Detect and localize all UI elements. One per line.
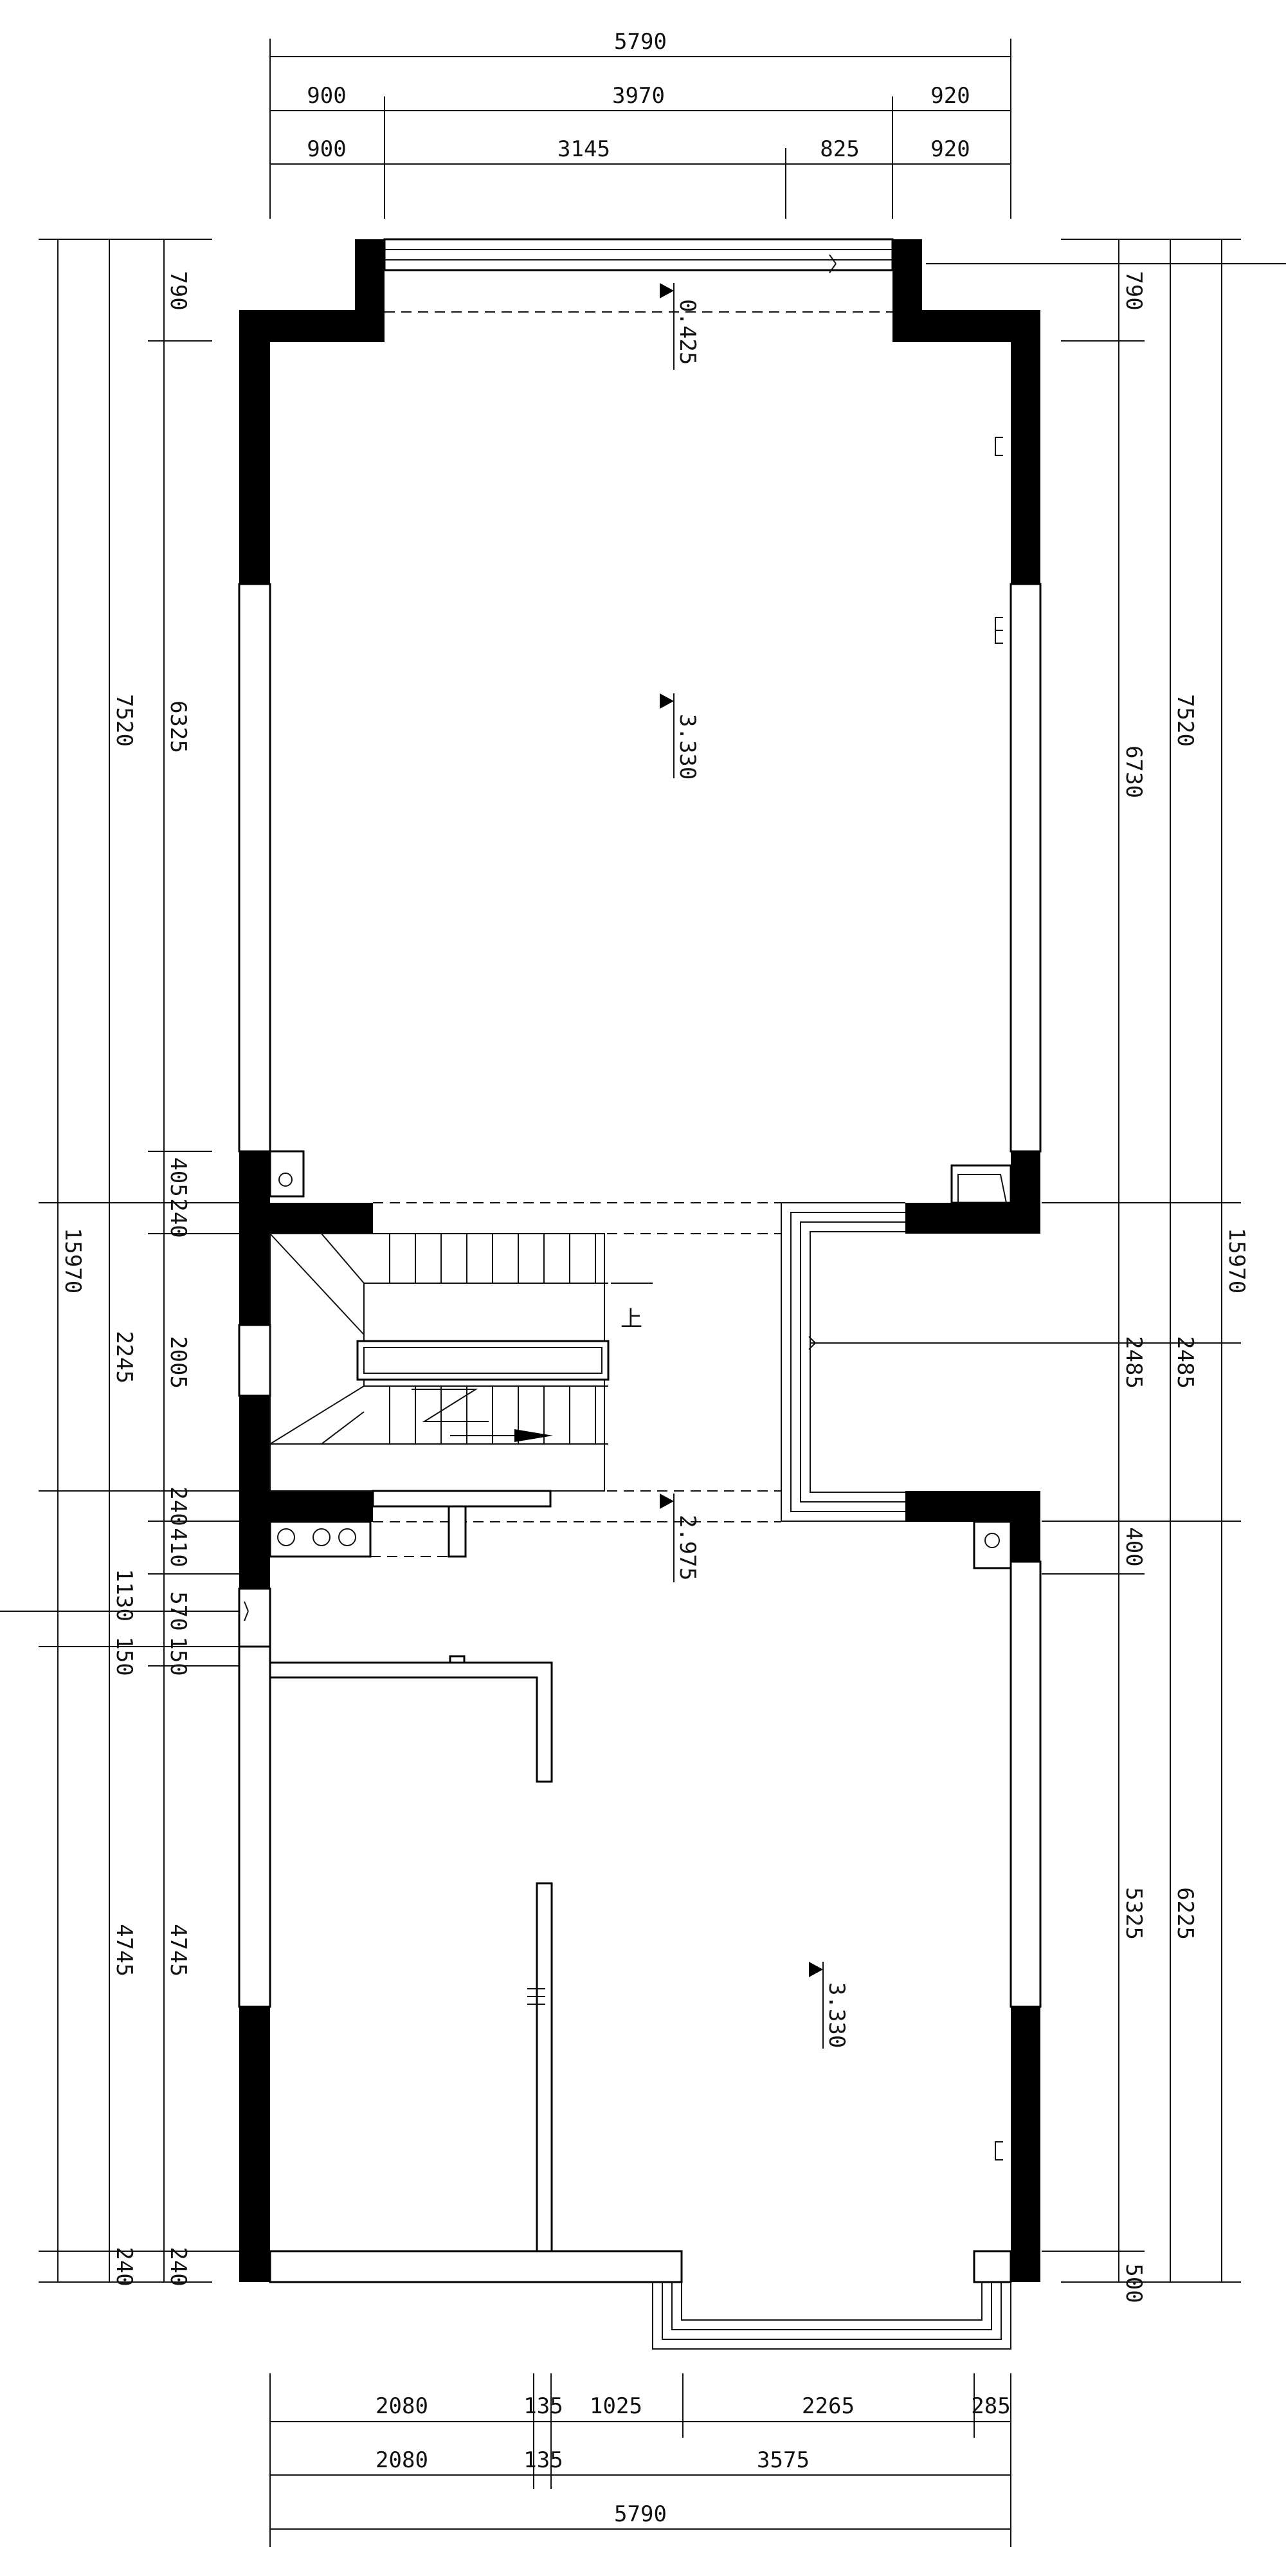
dim-left-inner-1: 790 <box>165 271 191 310</box>
dim-bottom-overall: 5790 <box>614 2501 667 2527</box>
dim-top-row2-c: 920 <box>930 83 970 109</box>
dim-bottom-row2-a: 2080 <box>376 2447 428 2473</box>
dim-left-inner-7: 410 <box>165 1528 191 1567</box>
partitions <box>269 1655 553 2252</box>
elevation-marker-top: 0.425 <box>660 283 700 370</box>
elevation-label-lower-room: 3.330 <box>824 1982 849 2048</box>
dim-left-inner-9: 150 <box>165 1636 191 1676</box>
dim-left-outer-1: 7520 <box>111 694 137 747</box>
dim-right-inner-3: 2485 <box>1121 1336 1146 1389</box>
dim-right-inner-1: 790 <box>1121 271 1146 310</box>
dim-right-outer-3: 6225 <box>1172 1887 1198 1940</box>
dim-right-inner-4: 400 <box>1121 1527 1146 1566</box>
dim-right-inner-6: 500 <box>1121 2263 1146 2303</box>
left-dimension-chain: 7520 2245 1130 4745 240 15970 790 6325 4… <box>0 239 244 2287</box>
right-balcony <box>781 1202 905 1522</box>
dim-bottom-row1-a: 2080 <box>376 2393 428 2419</box>
dim-left-inner-5: 2005 <box>165 1336 191 1389</box>
dim-left-overall: 15970 <box>60 1228 86 1293</box>
dim-top-row2-b: 3970 <box>612 83 665 109</box>
dim-bottom-row2-b: 135 <box>523 2447 563 2473</box>
bottom-dimension-chain: 2080 135 1025 2265 285 2080 135 3575 579… <box>269 2373 1011 2547</box>
shafts <box>269 1150 1012 1569</box>
staircase: 上 <box>269 1233 653 1558</box>
dim-left-outer-5: 240 <box>111 2247 137 2286</box>
wall-outlets <box>995 437 1003 2160</box>
elevation-label-stair: 2.975 <box>675 1515 700 1580</box>
dim-bottom-row2-c: 3575 <box>757 2447 810 2473</box>
dim-bottom-row1-b: 135 <box>523 2393 563 2419</box>
dim-top-row2-a: 900 <box>307 83 346 109</box>
dim-top-row3-c: 825 <box>820 136 859 162</box>
dim-bottom-row1-c: 1025 <box>590 2393 642 2419</box>
dim-right-outer-1: 7520 <box>1172 694 1198 747</box>
stair-landing <box>269 1233 365 1445</box>
dim-left-inner-6: 240 <box>165 1486 191 1526</box>
dim-bottom-row1-e: 285 <box>971 2393 1010 2419</box>
dim-left-inner-4745: 4745 <box>165 1924 191 1977</box>
doors <box>244 254 837 1621</box>
dim-right-inner-5: 5325 <box>1121 1887 1146 1940</box>
dim-top-row3-b: 3145 <box>557 136 610 162</box>
stair-direction-arrow <box>514 1429 553 1442</box>
dim-bottom-row1-d: 2265 <box>802 2393 855 2419</box>
dim-left-inner-11: 240 <box>165 2247 191 2286</box>
dim-left-inner-4: 240 <box>165 1198 191 1238</box>
dim-top-row3-d: 920 <box>930 136 970 162</box>
elevation-marker-stair: 2.975 <box>660 1494 700 1582</box>
stair-treads-lower <box>270 1385 608 1445</box>
walls <box>239 239 1040 2282</box>
elevation-label-upper-room: 3.330 <box>675 714 700 780</box>
bottom-balcony <box>652 2282 1011 2350</box>
dim-right-inner-2: 6730 <box>1121 745 1146 798</box>
dim-left-outer-4: 4745 <box>111 1924 137 1977</box>
top-dimension-chain: 5790 900 3970 920 900 3145 825 920 <box>269 29 1011 219</box>
dim-left-inner-2: 6325 <box>165 700 191 753</box>
window-frames <box>238 238 1042 2283</box>
dim-left-inner-8: 570 <box>165 1591 191 1631</box>
elevation-marker-lower-room: 3.330 <box>809 1962 849 2049</box>
elevation-label-top: 0.425 <box>675 299 700 365</box>
dim-left-inner-10: 150 <box>111 1636 137 1676</box>
dim-left-outer-2: 2245 <box>111 1331 137 1384</box>
dim-top-row3-a: 900 <box>307 136 346 162</box>
stair-treads-upper <box>364 1234 608 1284</box>
elevation-marker-upper-room: 3.330 <box>660 693 700 780</box>
dim-left-inner-3: 405 <box>165 1157 191 1196</box>
dim-right-outer-2: 2485 <box>1172 1336 1198 1389</box>
dim-right-overall: 15970 <box>1224 1228 1249 1293</box>
stair-up-label: 上 <box>620 1306 642 1332</box>
right-dimension-chain: 790 6730 2485 400 5325 500 7520 2485 622… <box>810 239 1286 2303</box>
dim-left-outer-3: 1130 <box>111 1569 137 1621</box>
dim-top-overall: 5790 <box>614 29 667 55</box>
